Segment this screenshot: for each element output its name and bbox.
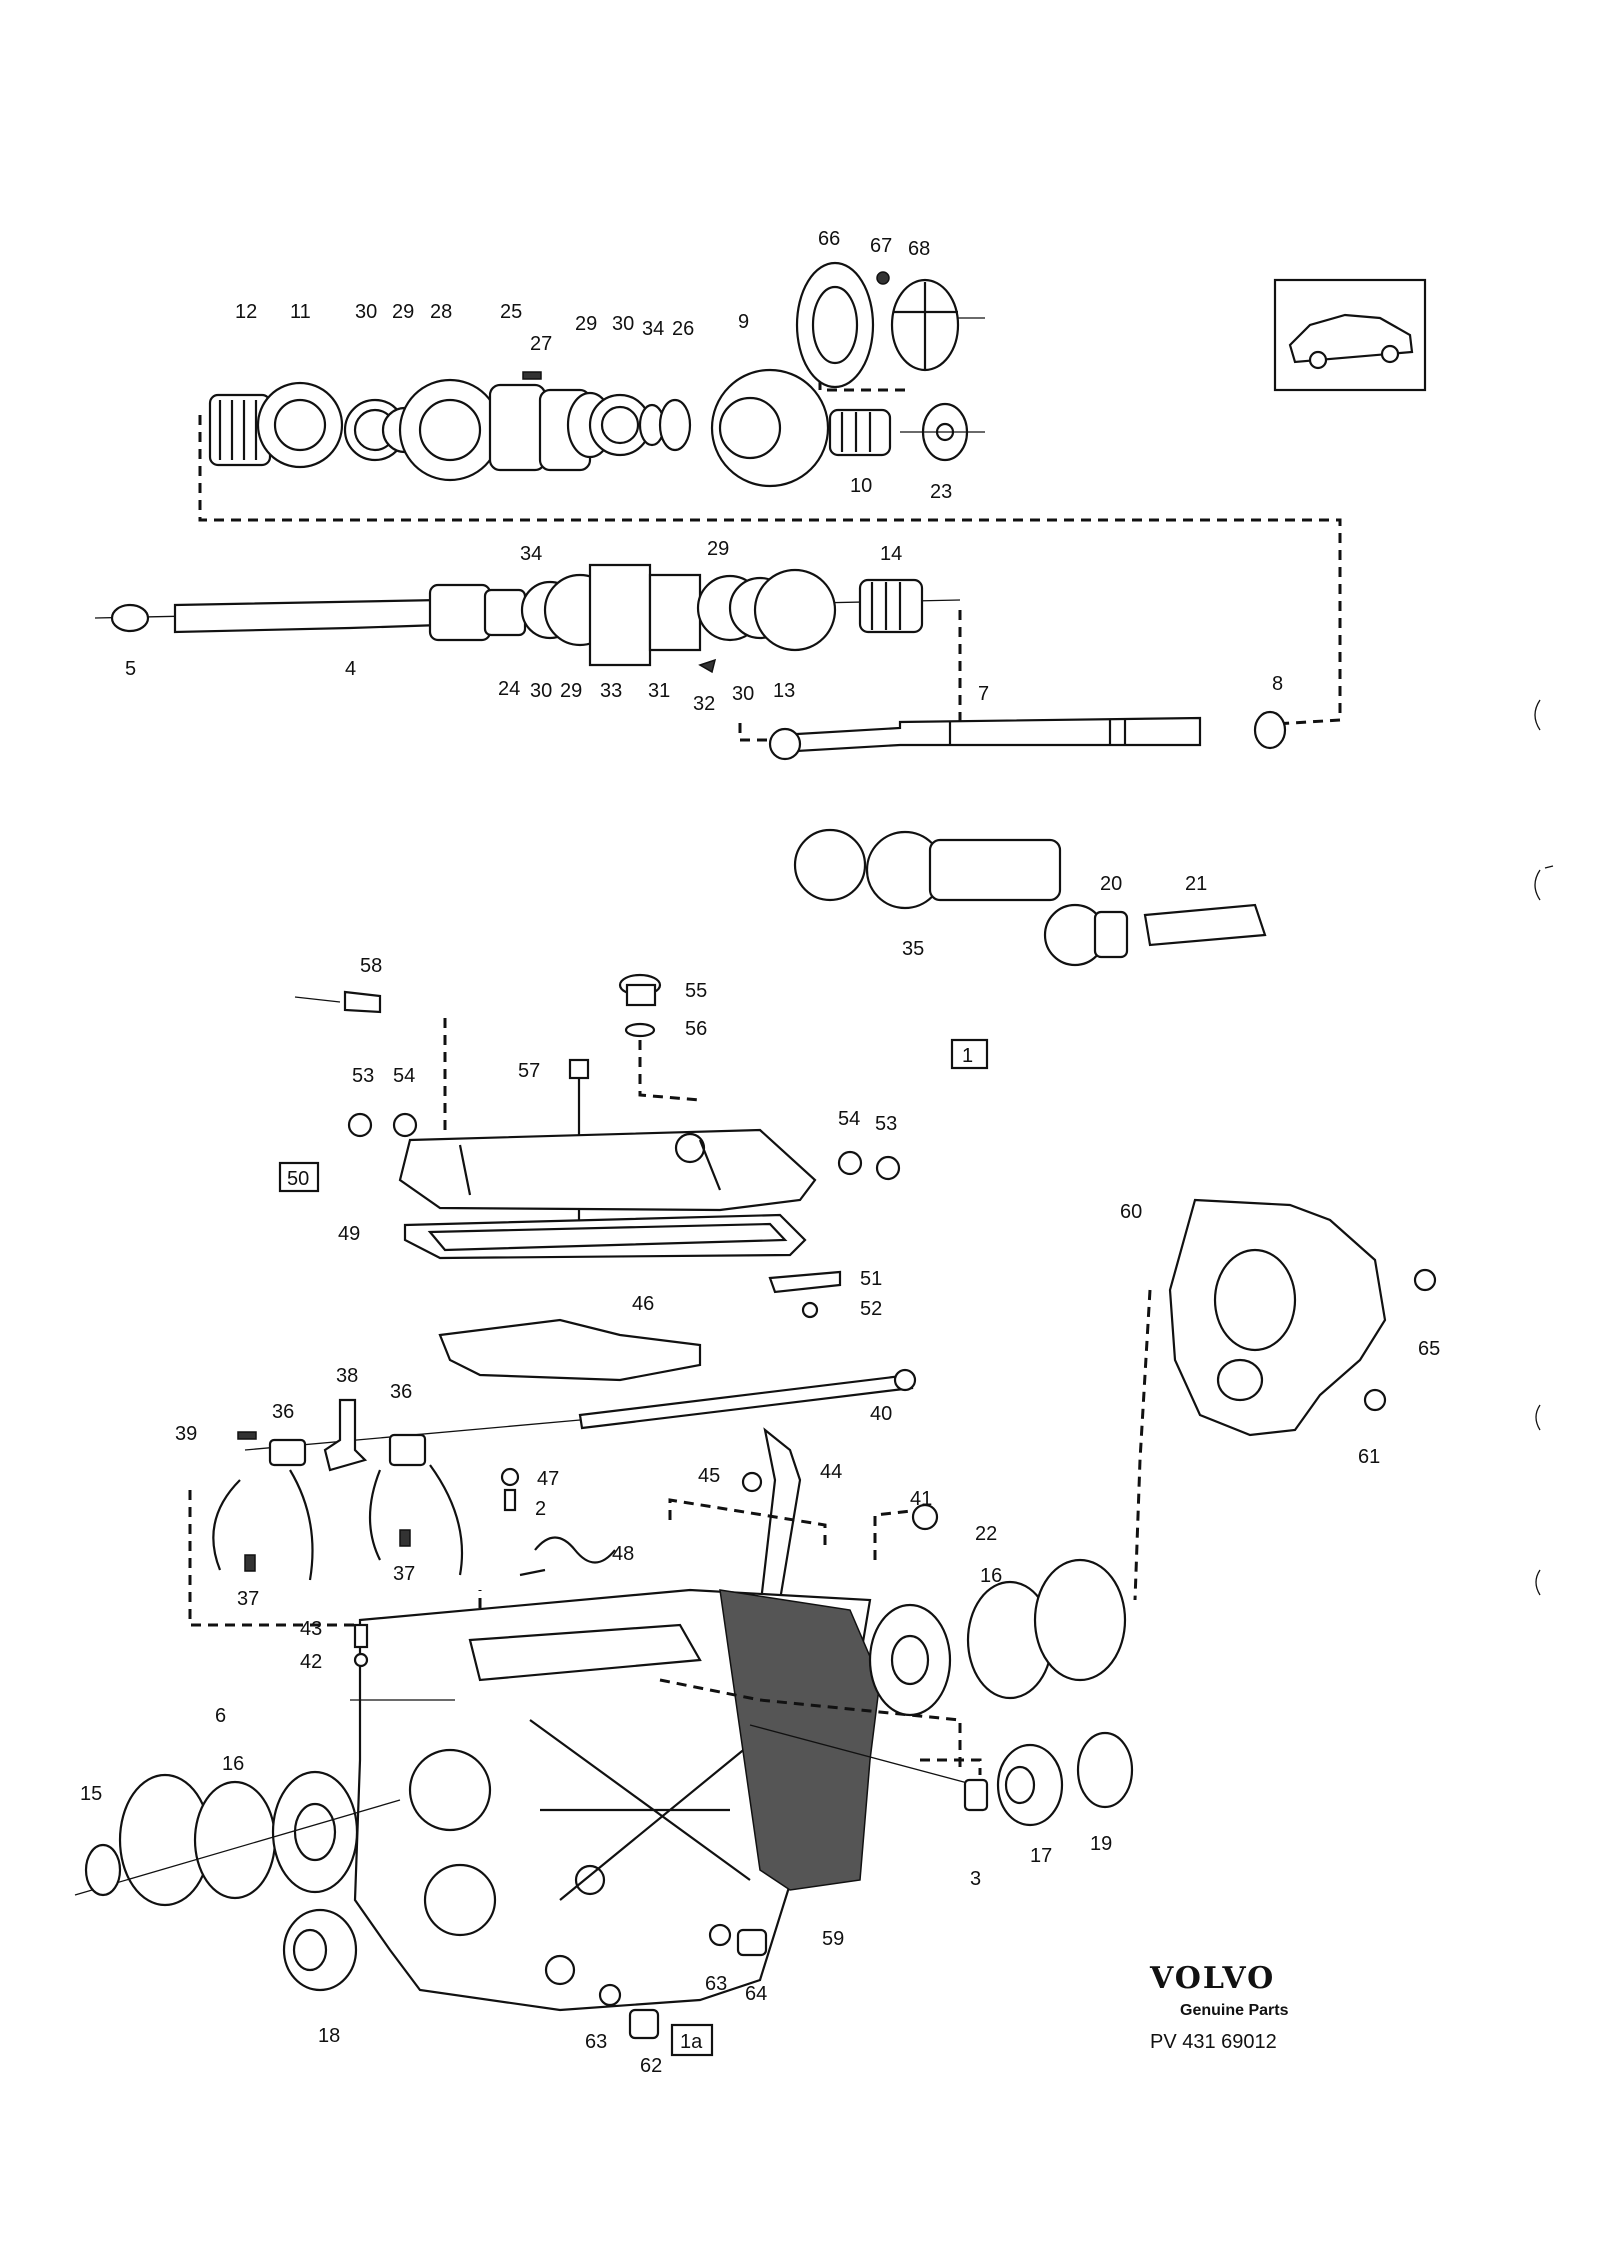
- mainshaft-assembly: [94, 563, 961, 674]
- callout-43: 43: [300, 1618, 322, 1640]
- callout-65: 65: [1418, 1338, 1440, 1360]
- callout-56: 56: [685, 1018, 707, 1040]
- brand-block: VOLVO Genuine Parts PV 431 69012: [1149, 1961, 1289, 2053]
- callout-39: 39: [175, 1423, 197, 1445]
- callout-64: 64: [745, 1983, 767, 2005]
- callout-8: 8: [1272, 673, 1283, 695]
- brand-logo: VOLVO: [1149, 1961, 1275, 1996]
- callout-19: 19: [1090, 1833, 1112, 1855]
- callout-34: 34: [642, 318, 664, 340]
- car-icon: [1273, 278, 1427, 392]
- callout-61: 61: [1358, 1446, 1380, 1468]
- bearings-and-seals: [74, 1503, 1134, 2040]
- callout-63: 63: [705, 1973, 727, 1995]
- callout-51: 51: [860, 1268, 882, 1290]
- callout-12: 12: [235, 301, 257, 323]
- callout-36: 36: [272, 1401, 294, 1423]
- callout-31: 31: [648, 680, 670, 702]
- scan-marks: [1534, 699, 1554, 1596]
- brand-tagline: Genuine Parts: [1180, 2002, 1289, 2019]
- callout-52: 52: [860, 1298, 882, 1320]
- callout-27: 27: [530, 333, 552, 355]
- callout-23: 23: [930, 481, 952, 503]
- callout-45: 45: [698, 1465, 720, 1487]
- callout-44: 44: [820, 1461, 842, 1483]
- callout-18: 18: [318, 2025, 340, 2047]
- callout-42: 42: [300, 1651, 322, 1673]
- main-housing: [350, 1588, 989, 2012]
- callout-40: 40: [870, 1403, 892, 1425]
- callout-37: 37: [237, 1588, 259, 1610]
- callout-29: 29: [575, 313, 597, 335]
- countershaft-assembly: [768, 710, 1287, 967]
- callout-22: 22: [975, 1523, 997, 1545]
- callout-16: 16: [980, 1565, 1002, 1587]
- upper-gear-train: [198, 261, 1342, 742]
- callout-24: 24: [498, 678, 520, 700]
- callout-11: 11: [290, 301, 311, 323]
- callout-1a: 1a: [680, 2031, 703, 2053]
- callout-6: 6: [215, 1705, 226, 1727]
- callout-54: 54: [393, 1065, 415, 1087]
- callout-20: 20: [1100, 873, 1122, 895]
- callout-15: 15: [80, 1783, 102, 1805]
- callout-25: 25: [500, 301, 522, 323]
- part-catalog-code: PV 431 69012: [1150, 2031, 1277, 2053]
- callout-29: 29: [560, 680, 582, 702]
- callout-30: 30: [530, 680, 552, 702]
- cover-assembly: [188, 973, 917, 1627]
- callout-4: 4: [345, 658, 356, 680]
- callout-30: 30: [732, 683, 754, 705]
- callout-5: 5: [125, 658, 136, 680]
- callout-10: 10: [850, 475, 872, 497]
- callout-58: 58: [360, 955, 382, 977]
- callout-54: 54: [838, 1108, 860, 1130]
- callout-7: 7: [978, 683, 989, 705]
- callout-34: 34: [520, 543, 542, 565]
- callout-26: 26: [672, 318, 694, 340]
- callout-13: 13: [773, 680, 795, 702]
- callout-63: 63: [585, 2031, 607, 2053]
- callout-53: 53: [875, 1113, 897, 1135]
- callout-30: 30: [355, 301, 377, 323]
- callout-48: 48: [612, 1543, 634, 1565]
- callout-29: 29: [392, 301, 414, 323]
- callout-16: 16: [222, 1753, 244, 1775]
- callout-30: 30: [612, 313, 634, 335]
- callout-28: 28: [430, 301, 452, 323]
- callout-57: 57: [518, 1060, 540, 1082]
- callout-49: 49: [338, 1223, 360, 1245]
- callout-9: 9: [738, 311, 749, 333]
- callout-59: 59: [822, 1928, 844, 1950]
- callout-3: 3: [970, 1868, 981, 1890]
- callout-29: 29: [707, 538, 729, 560]
- callout-32: 32: [693, 693, 715, 715]
- rear-housing: [1133, 1198, 1437, 1601]
- callout-60: 60: [1120, 1201, 1142, 1223]
- callout-labels: 12 11 30 29 28 25 27 29 30 34 26 9 66 67…: [80, 228, 1440, 2077]
- callout-62: 62: [640, 2055, 662, 2077]
- callout-33: 33: [600, 680, 622, 702]
- callout-36: 36: [390, 1381, 412, 1403]
- callout-55: 55: [685, 980, 707, 1002]
- callout-66: 66: [818, 228, 840, 250]
- callout-1: 1: [962, 1045, 973, 1067]
- callout-21: 21: [1185, 873, 1207, 895]
- callout-14: 14: [880, 543, 902, 565]
- callout-46: 46: [632, 1293, 654, 1315]
- callout-50: 50: [287, 1168, 309, 1190]
- callout-35: 35: [902, 938, 924, 960]
- callout-37: 37: [393, 1563, 415, 1585]
- callout-2: 2: [535, 1498, 546, 1520]
- callout-41: 41: [910, 1488, 932, 1510]
- callout-17: 17: [1030, 1845, 1052, 1867]
- callout-68: 68: [908, 238, 930, 260]
- callout-47: 47: [537, 1468, 559, 1490]
- callout-67: 67: [870, 235, 892, 257]
- callout-38: 38: [336, 1365, 358, 1387]
- callout-53: 53: [352, 1065, 374, 1087]
